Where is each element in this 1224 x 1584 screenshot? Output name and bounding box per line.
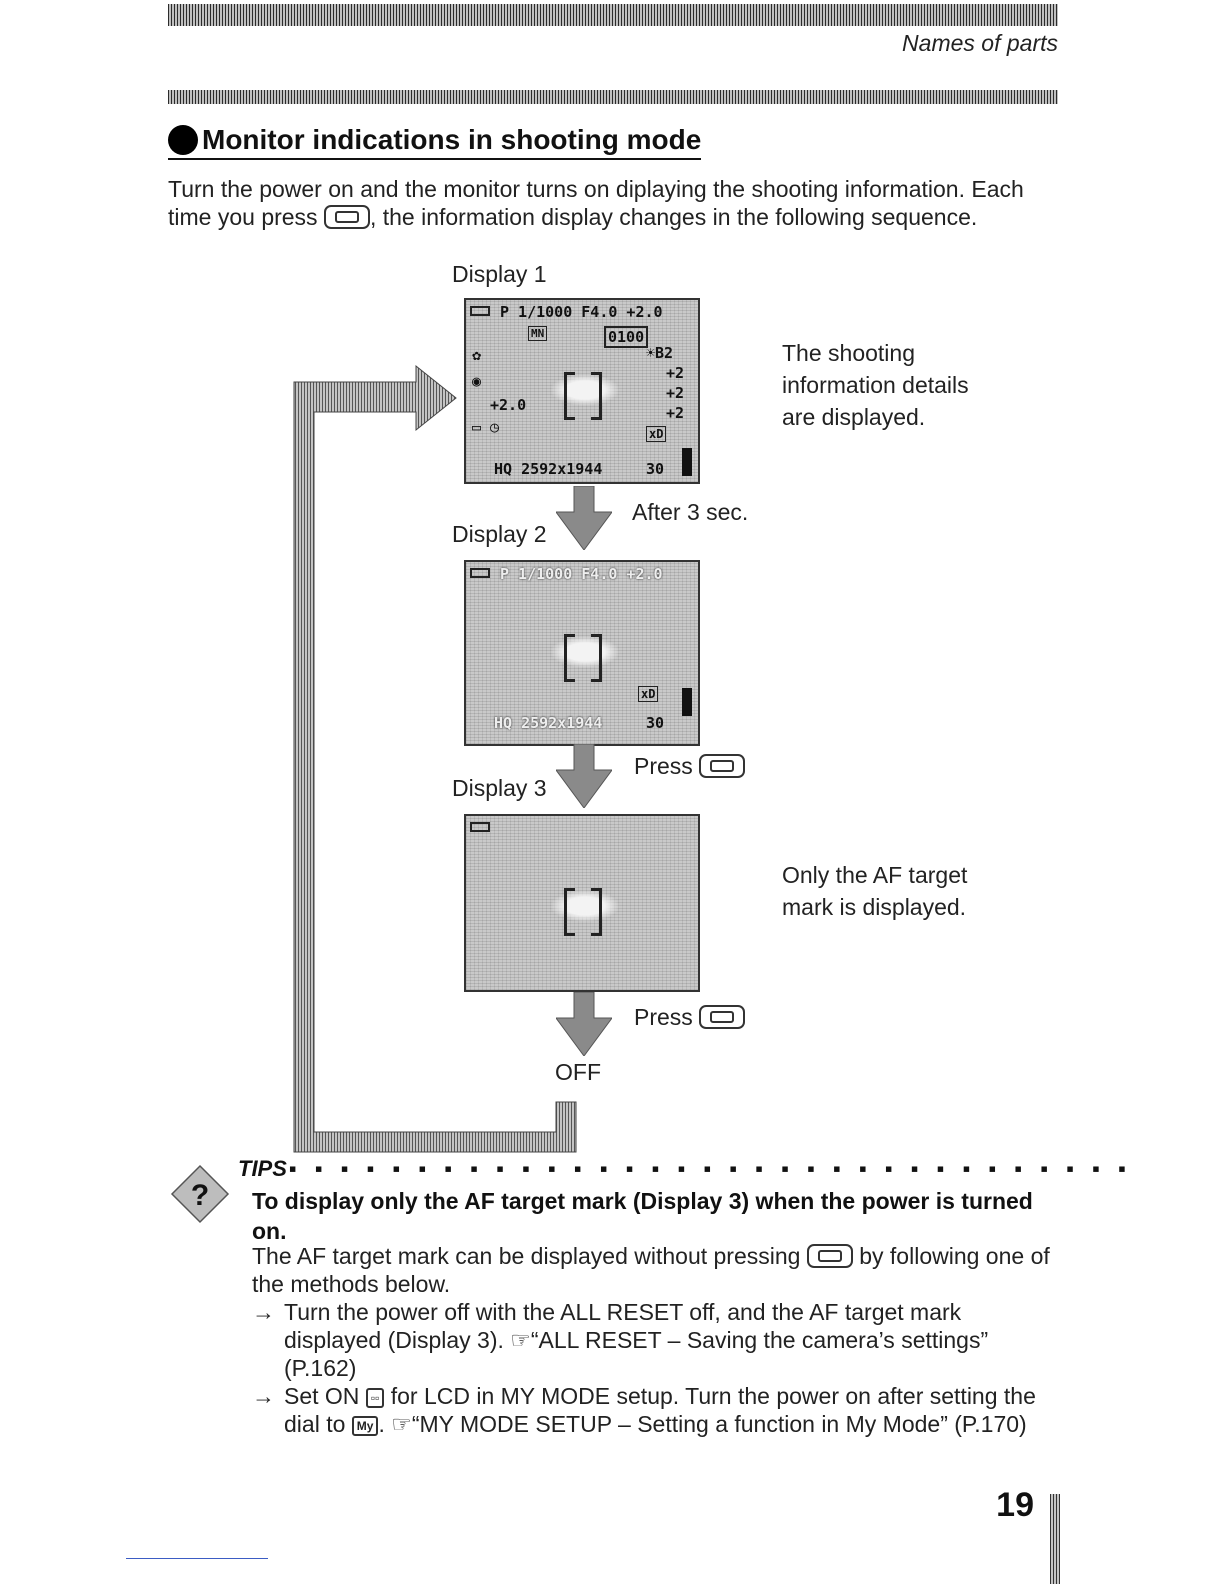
display2-top-readout: P 1/1000 F4.0 +2.0 <box>500 565 663 583</box>
display1-label: Display 1 <box>452 261 547 287</box>
section-title-text: Monitor indications in shooting mode <box>202 124 702 155</box>
display2-shots: 30 <box>646 714 665 732</box>
down-arrow-icon <box>556 992 612 1056</box>
scene-boat-image <box>550 890 620 922</box>
header-stripe-top <box>168 4 1058 26</box>
macro-icon: ✿ <box>472 346 482 364</box>
intro-text-1: Turn the power on and the monitor turns … <box>168 176 1024 230</box>
tips-title: TIPS <box>238 1156 287 1181</box>
display3-label: Display 3 <box>452 775 547 801</box>
my-mode-icon: My <box>351 1416 379 1436</box>
page-number: 19 <box>996 1486 1034 1524</box>
info-button-icon <box>699 1005 746 1029</box>
display1-row-a: +2 <box>666 364 685 382</box>
display1-exp: +2.0 <box>490 396 527 414</box>
display1-desc-line1: The shooting <box>782 340 915 366</box>
display2-screen: P 1/1000 F4.0 +2.0 xD HQ 2592x1944 30 <box>464 560 700 746</box>
display1-description: The shooting information details are dis… <box>782 337 969 433</box>
step2-caption: Press <box>634 753 746 780</box>
af-target-mark <box>564 372 602 420</box>
arrow-right-icon: → <box>252 1383 275 1409</box>
page-edge-bar <box>1050 1494 1060 1584</box>
tips-body: The AF target mark can be displayed with… <box>252 1242 1052 1438</box>
header-stripe-bottom <box>168 90 1058 104</box>
memory-gauge <box>682 448 692 476</box>
memory-gauge <box>682 688 692 716</box>
tips-header: TIPS ▪ ▪ ▪ ▪ ▪ ▪ ▪ ▪ ▪ ▪ ▪ ▪ ▪ ▪ ▪ ▪ ▪ ▪… <box>238 1156 1132 1182</box>
step3-caption: Press <box>634 1004 746 1031</box>
display3-desc-line2: mark is displayed. <box>782 894 967 920</box>
running-head: Names of parts <box>902 30 1058 56</box>
display1-row-c: +2 <box>666 404 685 422</box>
display2-media: xD <box>638 686 659 702</box>
display3-screen <box>464 814 700 992</box>
tips-bullet-2-text-2: for LCD in MY MODE setup. Turn the power… <box>284 1383 1036 1437</box>
arrow-right-icon: → <box>252 1299 275 1325</box>
loop-back-arrow <box>293 364 577 1153</box>
tips-body-text-1: The AF target mark can be displayed with… <box>252 1243 801 1269</box>
svg-text:?: ? <box>191 1179 209 1212</box>
display1-screen: P 1/1000 F4.0 +2.0 MN 0100 ☀B2 +2 +2 +2 … <box>464 298 700 484</box>
bullet-icon <box>168 125 198 155</box>
step2-text: Press <box>634 753 693 779</box>
intro-text-2: , the information display changes in the… <box>369 204 978 230</box>
display2-label: Display 2 <box>452 521 547 547</box>
lcd-mode-icon: ▫▫ <box>365 1388 385 1408</box>
display1-desc-line2: information details <box>782 372 969 398</box>
step1-caption: After 3 sec. <box>632 499 749 525</box>
loop-path-icon <box>293 364 577 1153</box>
tips-bullet-1-text: Turn the power off with the ALL RESET of… <box>284 1299 989 1381</box>
down-arrow-icon <box>556 486 612 550</box>
info-button-icon <box>699 754 746 778</box>
display1-wb: ☀B2 <box>646 344 674 362</box>
display2-size: HQ 2592x1944 <box>494 714 603 732</box>
battery-icon <box>470 822 490 832</box>
af-target-mark <box>564 888 602 936</box>
battery-icon <box>470 306 490 316</box>
intro-paragraph: Turn the power on and the monitor turns … <box>168 175 1048 231</box>
tips-bullet-2-text-3: . ☞“MY MODE SETUP – Setting a function i… <box>378 1411 1027 1437</box>
display1-media: xD <box>646 426 667 442</box>
tips-bullet-2-content: Set ON ▫▫ for LCD in MY MODE setup. Turn… <box>284 1382 1052 1438</box>
display1-mn: MN <box>528 326 548 341</box>
self-timer-icon: ▭ ◷ <box>472 418 500 436</box>
info-button-icon <box>806 1244 853 1268</box>
tips-bullet-2: → Set ON ▫▫ for LCD in MY MODE setup. Tu… <box>252 1382 1052 1438</box>
display3-desc-line1: Only the AF target <box>782 862 968 888</box>
scene-boat-image <box>550 374 620 406</box>
tips-question-icon: ? <box>170 1164 230 1224</box>
display3-description: Only the AF target mark is displayed. <box>782 859 967 923</box>
display1-row-b: +2 <box>666 384 685 402</box>
section-title: Monitor indications in shooting mode <box>168 124 702 160</box>
tips-body-text-2: by following one of the methods below. <box>252 1243 1050 1297</box>
tips-paragraph: The AF target mark can be displayed with… <box>252 1242 1052 1298</box>
info-button-icon <box>323 205 370 229</box>
display1-top-readout: P 1/1000 F4.0 +2.0 <box>500 303 663 321</box>
footer-rule <box>126 1558 268 1559</box>
display1-size: HQ 2592x1944 <box>494 460 603 478</box>
tips-bullet-1: → Turn the power off with the ALL RESET … <box>252 1298 1052 1382</box>
step3-text: Press <box>634 1004 693 1030</box>
display1-shots: 30 <box>646 460 665 478</box>
display1-cards: 0100 <box>604 326 649 348</box>
scene-boat-image <box>550 636 620 668</box>
tips-heading: To display only the AF target mark (Disp… <box>252 1188 1033 1244</box>
battery-icon <box>470 568 490 578</box>
display1-desc-line3: are displayed. <box>782 404 926 430</box>
down-arrow-icon <box>556 744 612 808</box>
flash-mode-icon: ◉ <box>472 372 482 390</box>
off-label: OFF <box>555 1059 601 1085</box>
tips-bullet-2-text-1: Set ON <box>284 1383 360 1409</box>
af-target-mark <box>564 634 602 682</box>
tips-dots: ▪ ▪ ▪ ▪ ▪ ▪ ▪ ▪ ▪ ▪ ▪ ▪ ▪ ▪ ▪ ▪ ▪ ▪ ▪ ▪ … <box>288 1156 1132 1181</box>
